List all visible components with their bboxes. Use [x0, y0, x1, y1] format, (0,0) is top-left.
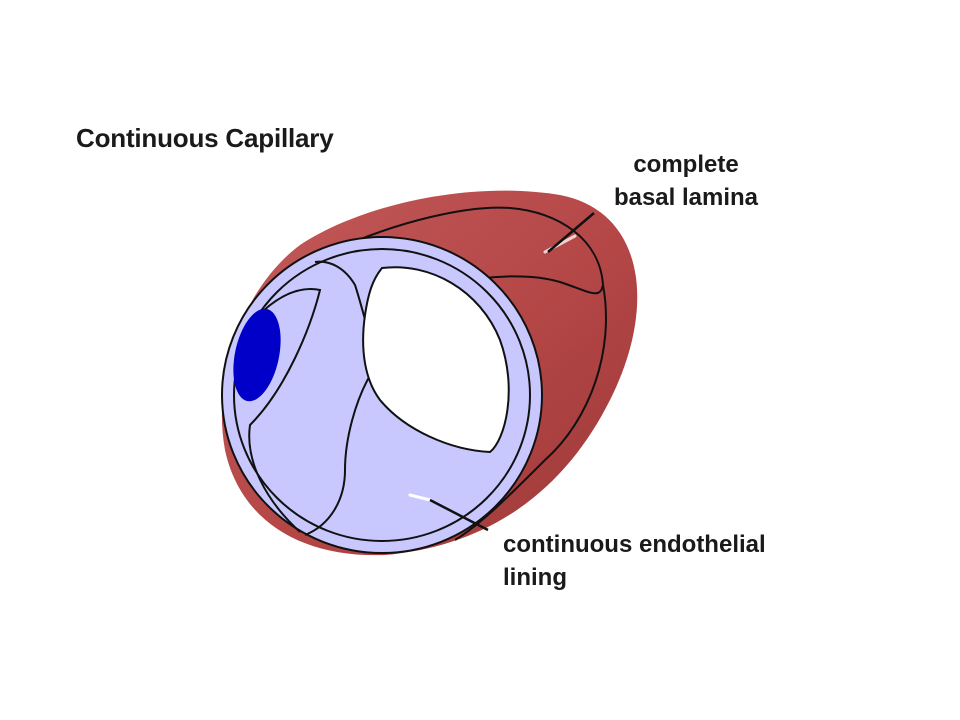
endothelial-lining-label-line1: continuous endothelial — [503, 531, 766, 558]
basal-lamina-label: complete basal lamina — [596, 148, 776, 214]
basal-lamina-back-edge — [454, 284, 607, 541]
endothelial-nucleus — [233, 308, 281, 402]
endothelial-cell-boundary-1 — [244, 288, 322, 533]
endothelium-pointer — [429, 498, 489, 532]
capillary-lumen — [362, 266, 510, 454]
basal-lamina-contour — [329, 206, 604, 286]
endothelial-cell-boundary-3 — [304, 371, 373, 536]
basal-lamina-pointer — [547, 212, 595, 253]
basal-lamina-label-line1: complete — [633, 151, 739, 178]
endothelium-pointer-highlight — [408, 493, 432, 502]
endothelial-lining-label-line2: lining — [503, 564, 567, 591]
basal-lamina-label-line2: basal lamina — [613, 184, 759, 211]
diagram-title: Continuous Capillary — [76, 123, 334, 153]
endothelial-lining-label: continuous endothelial lining — [503, 528, 766, 594]
